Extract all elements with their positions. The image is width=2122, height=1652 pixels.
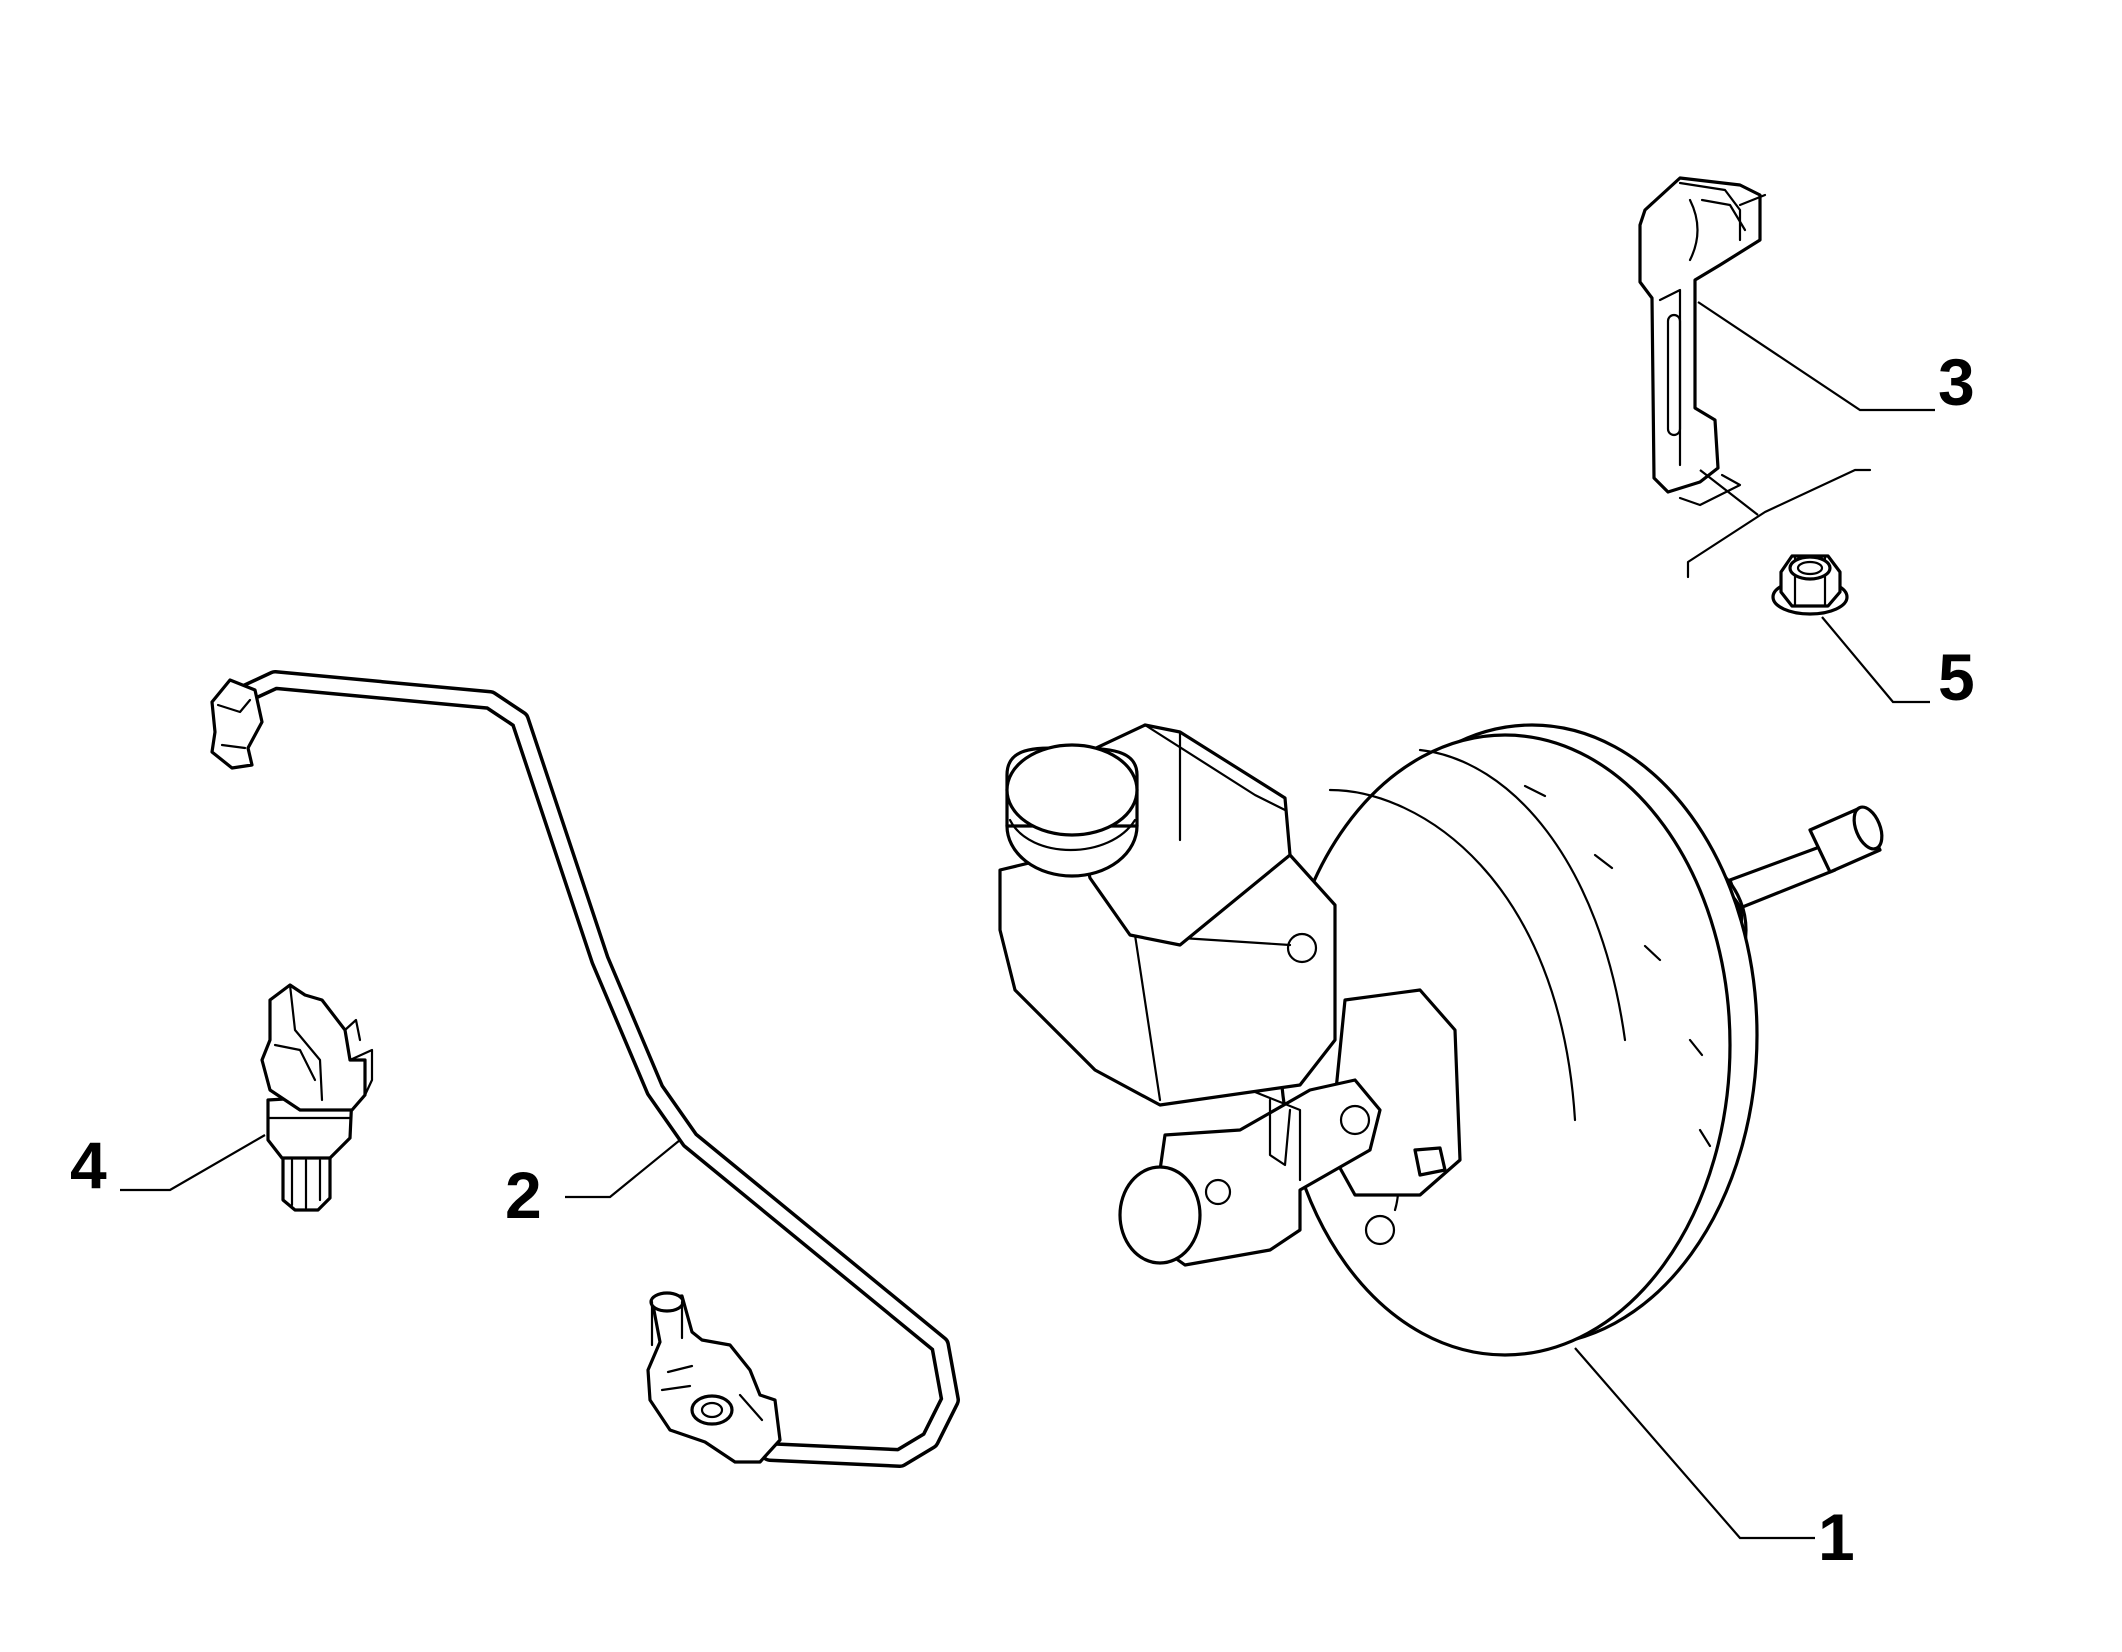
leader-line-2 (565, 1139, 681, 1199)
callout-5: 5 (1938, 640, 1975, 714)
leader-line-nut (1699, 469, 1759, 516)
leader-lines (120, 301, 1935, 1540)
callout-4: 4 (70, 1128, 107, 1202)
callout-1: 1 (1818, 1500, 1855, 1574)
bracket-part[interactable] (1638, 176, 1767, 507)
brake-servo-part[interactable] (998, 723, 1887, 1357)
leader-line-4 (120, 1134, 266, 1192)
leader-line-5 (1821, 616, 1930, 704)
flange-nut-part[interactable] (1771, 554, 1849, 616)
leader-line-3 (1697, 301, 1935, 412)
callout-3: 3 (1938, 345, 1975, 419)
leader-line-1 (1574, 1347, 1815, 1540)
hose-clip-part[interactable] (260, 983, 374, 1212)
callout-2: 2 (505, 1158, 542, 1232)
assembly-bracket-line (1686, 468, 1872, 579)
vacuum-hose-part[interactable] (210, 670, 960, 1468)
